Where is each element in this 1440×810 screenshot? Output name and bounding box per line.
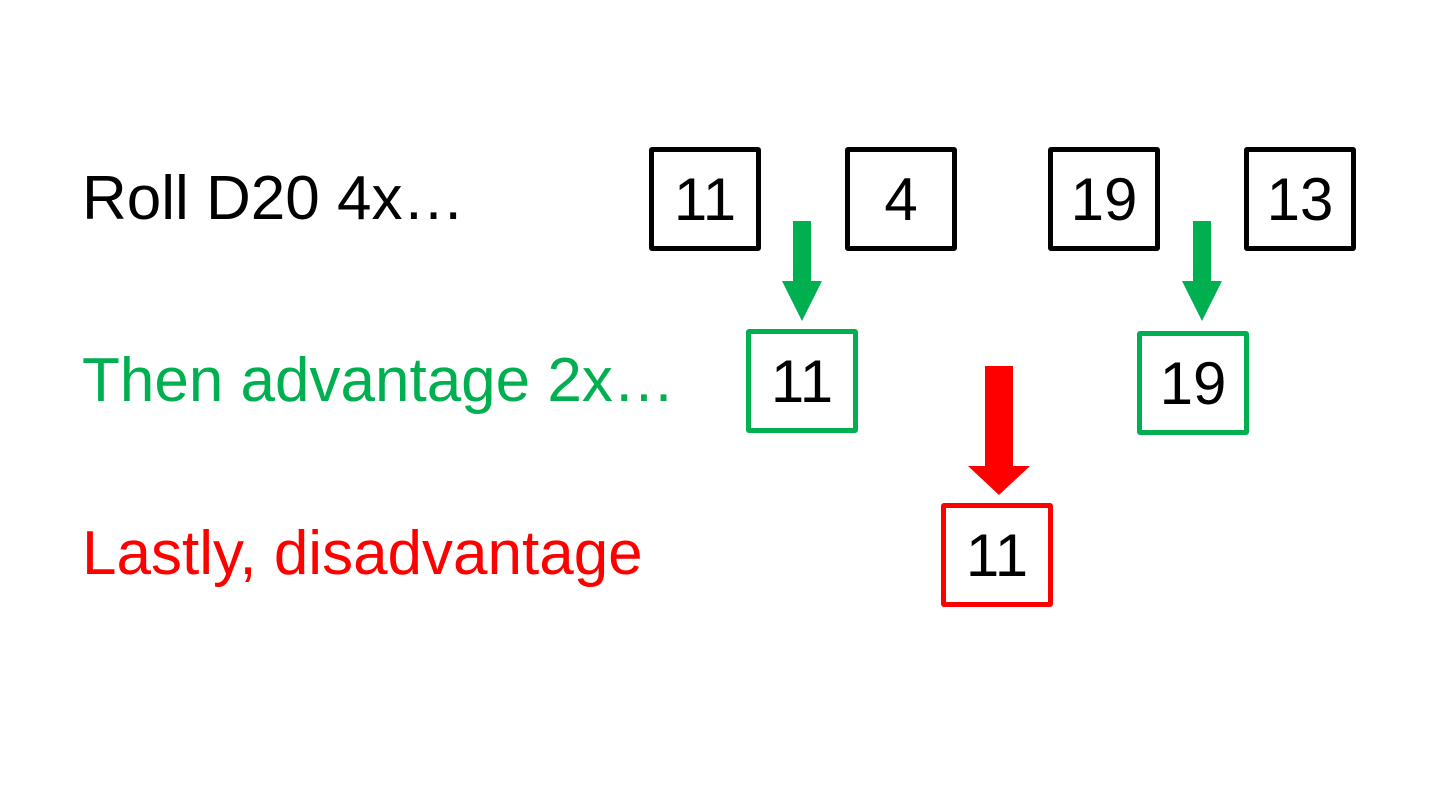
roll-box-2: 4 bbox=[845, 147, 957, 251]
advantage-label: Then advantage 2x… bbox=[82, 346, 675, 415]
roll-box-1: 11 bbox=[649, 147, 761, 251]
roll-box-4: 13 bbox=[1244, 147, 1356, 251]
roll-label: Roll D20 4x… bbox=[82, 164, 465, 233]
disadvantage-box: 11 bbox=[941, 503, 1053, 607]
disadvantage-label: Lastly, disadvantage bbox=[82, 519, 643, 588]
roll-box-3: 19 bbox=[1048, 147, 1160, 251]
green-arrow-left bbox=[782, 221, 822, 321]
green-arrow-right bbox=[1182, 221, 1222, 321]
advantage-box-1: 11 bbox=[746, 329, 858, 433]
red-arrow bbox=[968, 366, 1030, 495]
advantage-box-2: 19 bbox=[1137, 331, 1249, 435]
